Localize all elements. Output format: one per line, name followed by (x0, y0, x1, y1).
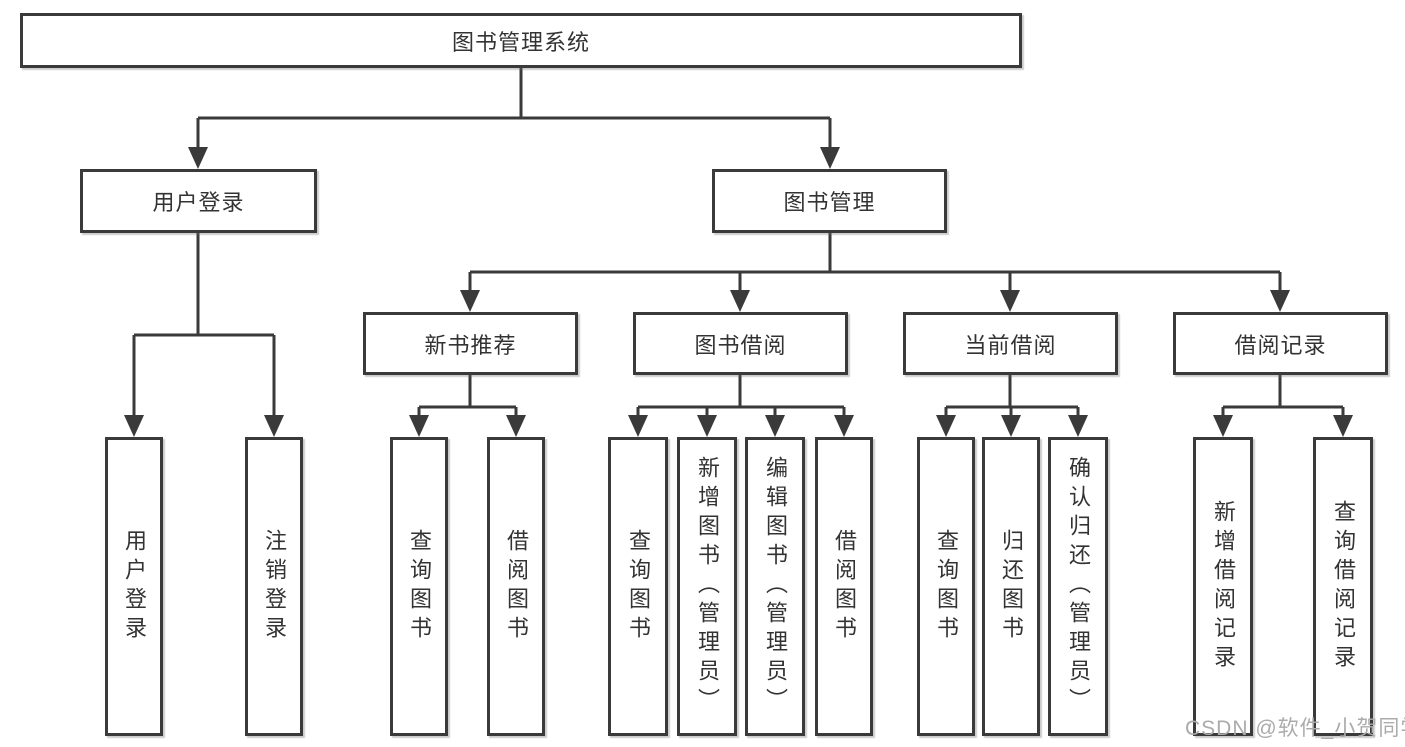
arrowhead-leaf-logout (264, 415, 284, 437)
arrowhead-book-management (820, 147, 840, 169)
leaf-recommend-borrow-books-label: 借阅图书 (504, 528, 529, 645)
leaf-logout: 注销登录 (245, 437, 303, 736)
arrowhead-leaf (936, 415, 956, 437)
arrowhead-leaf (1333, 415, 1353, 437)
arrowhead-leaf (765, 415, 785, 437)
node-new-book-recommend: 新书推荐 (363, 312, 578, 375)
arrowhead-leaf (1213, 415, 1233, 437)
leaf-edit-books-admin-label: 编辑图书（管理员） (763, 456, 788, 717)
node-book-borrow: 图书借阅 (633, 312, 848, 375)
node-library-system-label: 图书管理系统 (451, 29, 590, 55)
connector-book-mgmt-branch (468, 233, 1282, 293)
node-current-borrow-label: 当前借阅 (964, 332, 1057, 358)
leaf-add-borrow-record-label: 新增借阅记录 (1211, 499, 1236, 674)
arrowhead-leaf (834, 415, 854, 437)
leaf-add-books-admin-label: 新增图书（管理员） (695, 456, 720, 717)
leaf-return-books-label: 归还图书 (999, 528, 1024, 645)
leaf-recommend-borrow-books: 借阅图书 (487, 437, 545, 736)
connector-book-borrow-leaves (636, 375, 846, 418)
connector-user-login-branch (132, 233, 276, 418)
arrowhead-leaf (1068, 415, 1088, 437)
leaf-confirm-return-admin-label: 确认归还（管理员） (1066, 456, 1091, 717)
leaf-user-login-label: 用户登录 (122, 528, 147, 645)
leaf-recommend-query-books: 查询图书 (390, 437, 448, 736)
leaf-recommend-query-books-label: 查询图书 (407, 528, 432, 645)
leaf-current-query-books-label: 查询图书 (934, 528, 959, 645)
arrowhead-leaf (628, 415, 648, 437)
node-book-borrow-label: 图书借阅 (694, 332, 787, 358)
node-borrow-records-label: 借阅记录 (1234, 332, 1327, 358)
leaf-query-borrow-record: 查询借阅记录 (1313, 437, 1373, 736)
leaf-logout-label: 注销登录 (262, 528, 287, 645)
node-library-system: 图书管理系统 (20, 13, 1022, 68)
node-user-login-label: 用户登录 (152, 190, 245, 215)
connector-current-borrow-leaves (944, 375, 1080, 418)
leaf-return-books: 归还图书 (982, 437, 1040, 736)
arrowhead-leaf (409, 415, 429, 437)
arrowhead-current-borrow (1000, 290, 1020, 312)
arrowhead-leaf (1001, 415, 1021, 437)
node-book-management-label: 图书管理 (783, 190, 876, 215)
leaf-confirm-return-admin: 确认归还（管理员） (1048, 437, 1108, 736)
csdn-watermark: CSDN @软件_小贺同学 (1185, 717, 1405, 740)
arrowhead-borrow-records (1270, 290, 1290, 312)
leaf-query-borrow-record-label: 查询借阅记录 (1331, 499, 1356, 674)
connector-new-book-recommend-leaves (417, 375, 518, 418)
node-user-login: 用户登录 (80, 169, 317, 233)
arrowhead-new-book-recommend (460, 290, 480, 312)
node-current-borrow: 当前借阅 (903, 312, 1118, 375)
leaf-borrow-query-books-label: 查询图书 (626, 528, 651, 645)
leaf-user-login: 用户登录 (105, 437, 163, 736)
leaf-borrow-books-label: 借阅图书 (832, 528, 857, 645)
arrowhead-book-borrow (730, 290, 750, 312)
arrowhead-leaf-user-login (124, 415, 144, 437)
leaf-add-books-admin: 新增图书（管理员） (677, 437, 737, 736)
leaf-edit-books-admin: 编辑图书（管理员） (745, 437, 805, 736)
leaf-current-query-books: 查询图书 (917, 437, 975, 736)
node-new-book-recommend-label: 新书推荐 (424, 332, 517, 358)
connector-borrow-records-leaves (1221, 375, 1345, 418)
leaf-borrow-query-books: 查询图书 (608, 437, 668, 736)
arrowhead-leaf (697, 415, 717, 437)
leaf-borrow-books: 借阅图书 (815, 437, 873, 736)
node-borrow-records: 借阅记录 (1173, 312, 1388, 375)
arrowhead-user-login (188, 147, 208, 169)
node-book-management: 图书管理 (712, 169, 947, 233)
connector-root-to-level2 (196, 68, 832, 150)
leaf-add-borrow-record: 新增借阅记录 (1193, 437, 1253, 736)
arrowhead-leaf (506, 415, 526, 437)
